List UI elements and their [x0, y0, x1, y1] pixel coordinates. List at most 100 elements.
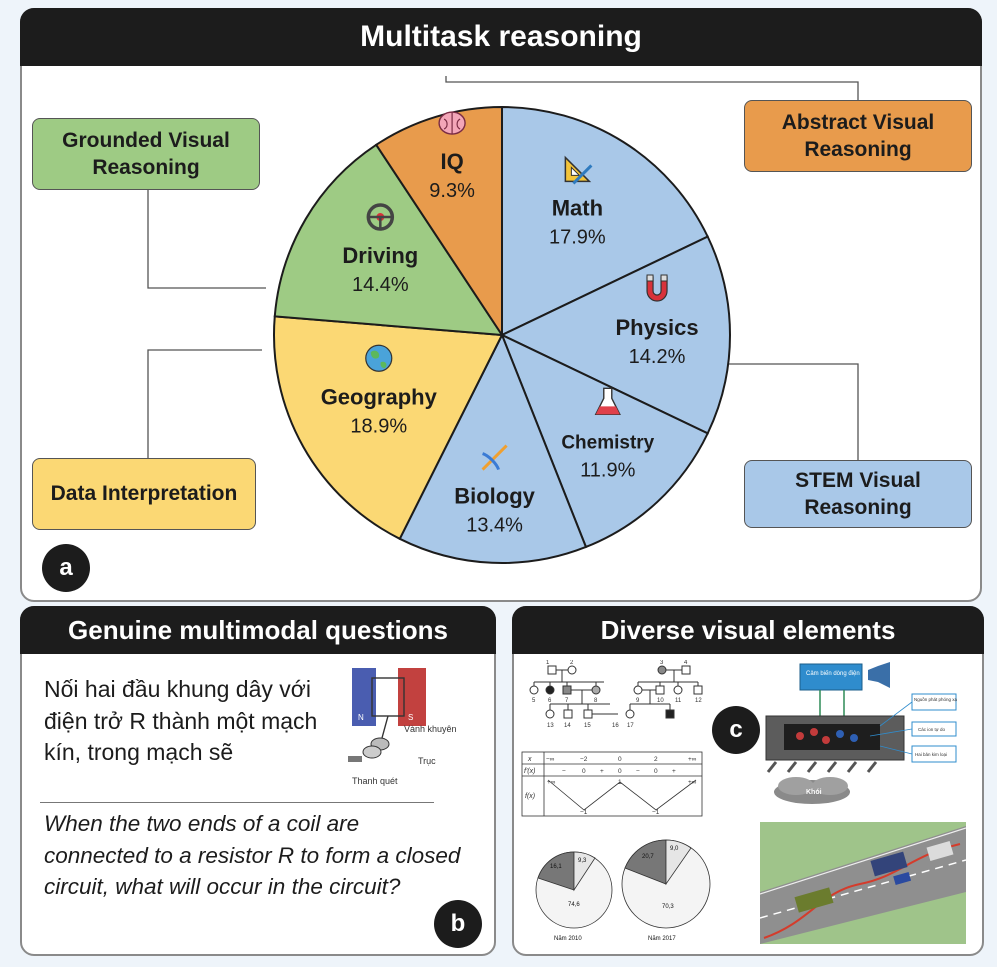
svg-text:70,3: 70,3: [662, 904, 674, 910]
slice-value-chemistry: 11.9%: [580, 459, 635, 481]
panel-diverse-visual-elements: Diverse visual elements: [512, 606, 984, 956]
slice-value-iq: 9.3%: [429, 180, 475, 202]
brush: [348, 756, 362, 762]
svg-text:+∞: +∞: [547, 779, 556, 786]
van: [926, 840, 954, 862]
svg-text:f'(x): f'(x): [524, 768, 535, 775]
svg-text:12: 12: [695, 698, 702, 704]
svg-text:0: 0: [582, 768, 586, 775]
slice-value-math: 17.9%: [549, 226, 606, 248]
svg-text:6: 6: [548, 698, 552, 704]
label-ions: Các ion tự do: [918, 727, 946, 732]
svg-text:10: 10: [657, 698, 664, 704]
svg-text:9,3: 9,3: [578, 858, 587, 864]
badge-b: b: [434, 900, 482, 948]
panel-title: Multitask reasoning: [20, 8, 982, 66]
slice-value-driving: 14.4%: [352, 274, 409, 296]
svg-text:−1: −1: [652, 809, 660, 816]
slice-label-iq: IQ: [440, 149, 463, 174]
svg-text:8: 8: [594, 698, 598, 704]
pie-slice-math: [501, 105, 710, 337]
svg-text:17: 17: [627, 723, 634, 729]
panel-multitask-reasoning: Multitask reasoning Math 17.9% Physics 14.2…: [20, 8, 982, 602]
svg-text:5: 5: [532, 698, 536, 704]
svg-text:74,6: 74,6: [568, 902, 580, 908]
pie-slice-iq: [374, 105, 503, 339]
slice-label-chemistry: Chemistry: [561, 432, 654, 453]
variation-table: x f'(x) f(x) −∞ −2 0 2 +∞ − 0 + 0 − 0 + …: [521, 751, 703, 817]
svg-text:+: +: [600, 768, 604, 775]
svg-text:16: 16: [612, 723, 619, 729]
badge-a: a: [42, 544, 90, 592]
magnet-icon: [646, 274, 668, 302]
label-smoke: Khói: [806, 789, 822, 796]
slice-value-geography: 18.9%: [350, 415, 407, 437]
pie-2017: 20,7 9,0 70,3 Năm 2017: [621, 839, 711, 942]
car: [893, 871, 912, 886]
slice-label-geography: Geography: [321, 384, 438, 409]
slice-label-math: Math: [552, 195, 603, 220]
slip-ring: [362, 745, 382, 759]
english-question: When the two ends of a coil are connecte…: [44, 811, 461, 899]
steering-wheel-icon: [366, 203, 395, 231]
flask-icon: [594, 387, 621, 416]
svg-text:+∞: +∞: [688, 779, 697, 786]
pedigree-chart: 1 2 3 4 5 6 7 8 9 10 11 12 13 14 15 16 1…: [529, 660, 703, 729]
svg-text:7: 7: [565, 698, 569, 704]
svg-text:20,7: 20,7: [642, 854, 654, 860]
label-n: N: [358, 713, 364, 722]
svg-text:9,0: 9,0: [670, 846, 679, 852]
slice-label-driving: Driving: [342, 243, 418, 268]
label-sensor: Cảm biến dòng điện: [806, 671, 860, 677]
svg-text:13: 13: [547, 723, 554, 729]
globe-icon: [365, 344, 393, 372]
pie-slice-driving: [273, 143, 504, 337]
generator-figure: N S Vành khuyên Trục Thanh quét: [348, 668, 457, 786]
svg-text:−: −: [636, 768, 640, 775]
pie-slice-chemistry: [500, 332, 710, 549]
label-s: S: [408, 713, 413, 722]
svg-text:Năm 2010: Năm 2010: [554, 936, 582, 942]
svg-text:3: 3: [660, 660, 664, 666]
svg-text:0: 0: [654, 768, 658, 775]
label-source: Nguồn phát phóng xạ: [914, 697, 958, 702]
category-abstract-visual-reasoning: Abstract Visual Reasoning: [744, 100, 972, 172]
dna-icon: [481, 444, 508, 471]
pie-slice-geography: [273, 315, 504, 541]
pie-chart: Math17.9%Physics14.2%Chemistry11.9%Biolo…: [147, 76, 859, 564]
small-pie-charts: 16,1 9,3 74,6 Năm 2010 20,7 9,0 70,3 Năm…: [535, 839, 711, 942]
label-ring: Vành khuyên: [404, 724, 457, 734]
svg-text:−: −: [562, 768, 566, 775]
svg-text:x: x: [527, 756, 532, 763]
road-traffic-image: [760, 822, 966, 944]
svg-text:+∞: +∞: [688, 756, 697, 763]
panel-title: Diverse visual elements: [512, 606, 984, 654]
slice-value-physics: 14.2%: [629, 346, 686, 368]
pie-slice-physics: [499, 235, 731, 435]
slice-label-physics: Physics: [615, 315, 698, 340]
category-stem-visual-reasoning: STEM Visual Reasoning: [744, 460, 972, 528]
svg-text:1: 1: [618, 779, 622, 786]
slice-value-biology: 13.4%: [466, 515, 523, 537]
category-data-interpretation: Data Interpretation: [32, 458, 256, 530]
panel-genuine-multimodal-questions: Genuine multimodal questions Nối hai đầu…: [20, 606, 496, 956]
svg-text:9: 9: [636, 698, 640, 704]
pie-2010: 16,1 9,3 74,6 Năm 2010: [535, 851, 613, 942]
svg-text:f(x): f(x): [525, 793, 535, 800]
svg-text:−2: −2: [580, 756, 588, 763]
smoke-detector-diagram: Cảm biến dòng điện Khói Nguồn phát phóng…: [765, 662, 958, 804]
category-grounded-visual-reasoning: Grounded Visual Reasoning: [32, 118, 260, 190]
badge-c: c: [712, 706, 760, 754]
svg-text:−∞: −∞: [546, 756, 555, 763]
ruler-triangle-icon: [564, 155, 593, 185]
svg-text:+: +: [672, 768, 676, 775]
svg-text:2: 2: [570, 660, 574, 666]
svg-text:0: 0: [618, 768, 622, 775]
svg-text:11: 11: [675, 698, 682, 704]
svg-text:16,1: 16,1: [550, 864, 562, 870]
brain-icon: [438, 111, 466, 135]
bus: [794, 887, 834, 913]
svg-text:15: 15: [584, 723, 591, 729]
vietnamese-question: Nối hai đầu khung dây với điện trở R thà…: [44, 676, 318, 766]
divider: [40, 802, 434, 803]
